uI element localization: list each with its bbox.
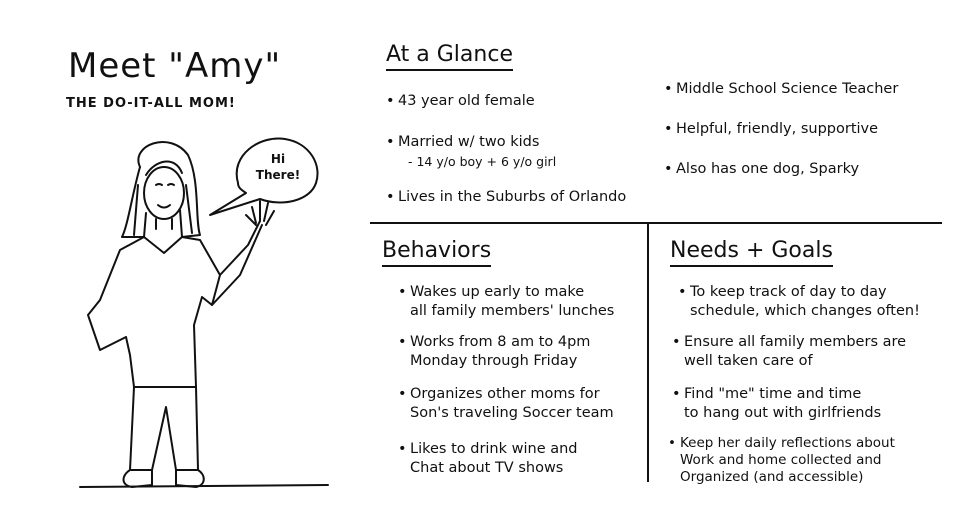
needs-goals-item: •Keep her daily reflections about Work a… xyxy=(668,435,895,485)
speech-line-2: There! xyxy=(256,168,300,182)
glance-right-item: •Also has one dog, Sparky xyxy=(664,161,860,177)
glance-left-item: •Lives in the Suburbs of Orlando xyxy=(386,189,627,205)
needs-goals-item: •Find "me" time and time to hang out wit… xyxy=(672,386,882,421)
raised-arm xyxy=(211,220,263,306)
speech-bubble xyxy=(209,137,319,216)
glance-left-item: •Married w/ two kids - 14 y/o boy + 6 y/… xyxy=(386,134,557,169)
shirt xyxy=(87,236,221,388)
left-shoe xyxy=(122,469,153,488)
persona-illustration: Hi There! xyxy=(79,137,329,488)
glance-right-item: •Helpful, friendly, supportive xyxy=(664,121,879,137)
needs-goals-item: •To keep track of day to day schedule, w… xyxy=(678,284,920,319)
right-shoe xyxy=(175,469,205,488)
glance-right-item: •Middle School Science Teacher xyxy=(664,81,899,97)
horizontal-divider xyxy=(370,222,942,224)
ground-line xyxy=(79,484,329,488)
vertical-divider xyxy=(647,224,649,482)
persona-subtitle: THE DO-IT-ALL MOM! xyxy=(66,96,236,111)
hair-outline xyxy=(137,141,201,238)
behavior-item: •Likes to drink wine and Chat about TV s… xyxy=(398,441,578,476)
speech-line-1: Hi xyxy=(271,152,285,166)
behaviors-heading: Behaviors xyxy=(382,238,492,267)
behavior-item: •Organizes other moms for Son's travelin… xyxy=(398,386,614,421)
behavior-item: •Wakes up early to make all family membe… xyxy=(398,284,615,319)
glance-left-item: •43 year old female xyxy=(386,93,535,109)
face xyxy=(143,166,185,220)
persona-title: Meet "Amy" xyxy=(68,46,282,86)
pants xyxy=(129,386,199,471)
at-a-glance-heading: At a Glance xyxy=(386,42,513,71)
hand xyxy=(245,200,275,226)
behavior-item: •Works from 8 am to 4pm Monday through F… xyxy=(398,334,591,369)
needs-goals-item: •Ensure all family members are well take… xyxy=(672,334,907,369)
needs-goals-heading: Needs + Goals xyxy=(670,238,833,267)
